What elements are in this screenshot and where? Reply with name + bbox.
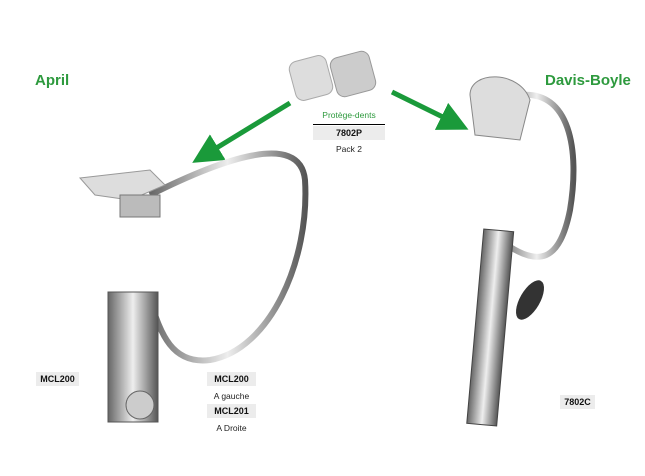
davis-boyle-code: 7802C xyxy=(560,395,595,409)
davis-boyle-title: Davis-Boyle xyxy=(545,72,631,89)
variant-side-1: A gauche xyxy=(213,391,250,401)
mouthguard-label: Protège-dents xyxy=(322,110,376,120)
variant-side-2: A Droite xyxy=(216,423,247,433)
mouthguard-code: 7802P xyxy=(313,126,385,140)
arrow-right xyxy=(390,89,469,130)
april-title: April xyxy=(35,72,70,89)
davis-boyle-retractor-image xyxy=(466,76,577,427)
mouthguard-pack: Pack 2 xyxy=(336,144,362,154)
april-code: MCL200 xyxy=(36,372,79,386)
divider xyxy=(313,124,385,125)
april-retractor-image xyxy=(78,150,309,423)
variant-code-1: MCL200 xyxy=(207,372,256,386)
arrow-left xyxy=(192,100,292,163)
mouthguard-image xyxy=(288,50,377,101)
variant-code-2: MCL201 xyxy=(207,404,256,418)
